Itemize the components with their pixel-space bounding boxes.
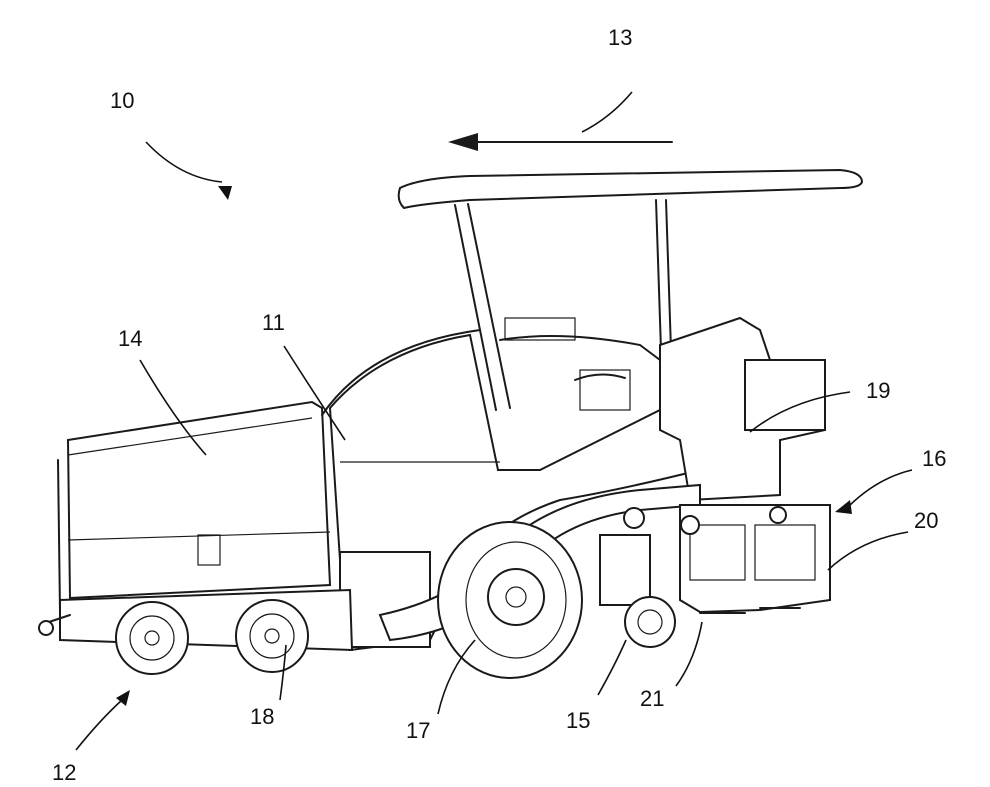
label-20: 20 (914, 508, 938, 533)
front-wheel-1 (116, 602, 188, 674)
label-14: 14 (118, 326, 142, 351)
label-10: 10 (110, 88, 134, 113)
label-17: 17 (406, 718, 430, 743)
label-16: 16 (922, 446, 946, 471)
front-wheel-2 (236, 600, 308, 672)
material-hopper (58, 402, 330, 612)
label-15: 15 (566, 708, 590, 733)
label-19: 19 (866, 378, 890, 403)
label-12: 12 (52, 760, 76, 785)
label-18: 18 (250, 704, 274, 729)
operator-station (500, 318, 660, 410)
label-11: 11 (262, 310, 285, 335)
label-21: 21 (640, 686, 664, 711)
rear-frame (660, 318, 825, 500)
travel-direction-arrow (448, 133, 672, 151)
drive-wheel (438, 522, 582, 678)
label-13: 13 (608, 25, 632, 50)
screed-unit (680, 505, 830, 613)
auger-assembly (600, 508, 675, 647)
